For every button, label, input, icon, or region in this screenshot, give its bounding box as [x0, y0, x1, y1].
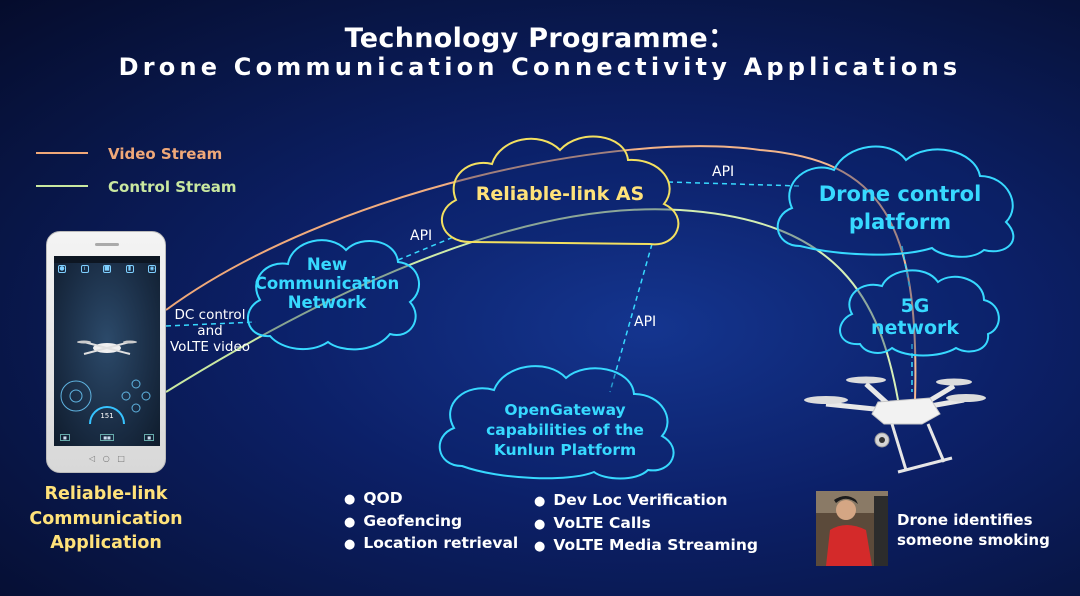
app-name-line3: Application — [50, 533, 162, 553]
5g-line1: 5G — [900, 295, 930, 317]
og-line3: Kunlun Platform — [493, 441, 637, 460]
info-icon: i — [80, 265, 89, 273]
capability-item: VoLTE Calls — [534, 513, 758, 536]
phone-btn-right[interactable]: ■ — [144, 434, 154, 441]
user-icon: ● — [58, 265, 66, 273]
api-label-left: API — [410, 228, 433, 244]
cloud-5g-network — [839, 269, 1000, 357]
video-stream-line — [165, 145, 917, 401]
cloud-opengateway — [438, 365, 675, 480]
5g-line2: network — [870, 316, 960, 339]
capability-item: Location retrieval — [344, 533, 518, 556]
og-line1: OpenGateway — [504, 401, 626, 419]
drone-control-platform-label: Drone control platform — [790, 180, 1010, 237]
headphones-icon: ◉ — [148, 265, 156, 273]
battery-icon: ▮ — [125, 265, 134, 273]
dc-line1: DC control — [174, 307, 246, 323]
new-communication-network-label: New Communication Network — [244, 255, 410, 313]
capabilities-list-right: Dev Loc Verification VoLTE Calls VoLTE M… — [534, 490, 758, 558]
cloud-reliable-link-as — [440, 135, 680, 246]
cloud-drone-control — [776, 145, 1015, 258]
capability-item: Geofencing — [344, 511, 518, 534]
dc-dashed-link — [165, 321, 257, 327]
app-name-line2: Communication — [29, 508, 183, 529]
api-label-top: API — [712, 164, 735, 180]
api-label-middle: API — [634, 314, 657, 330]
capability-item: VoLTE Media Streaming — [534, 535, 758, 558]
cloud-new-communication-network — [247, 239, 420, 351]
control-stream-line — [165, 208, 899, 401]
link-dcp-5g — [901, 245, 911, 291]
ncn-line3: Network — [287, 292, 367, 312]
smoke-detection-label: Drone identifies someone smoking — [897, 510, 1050, 551]
phone-speaker — [95, 243, 119, 246]
api-link-ncn-as — [397, 235, 457, 261]
phone-ui-graphics — [60, 340, 151, 425]
phone-speed-readout: 151 — [100, 412, 114, 420]
legend-control-label: Control Stream — [108, 178, 237, 196]
capability-item: QOD — [344, 488, 518, 511]
phone-btn-left[interactable]: ■ — [60, 434, 70, 441]
legend-video-label: Video Stream — [108, 145, 223, 163]
ncn-line1: New — [306, 255, 348, 274]
phone-device: ● i ■ ▮ ◉ 151 ■ ■■ ■ — [46, 231, 166, 473]
toggle-icon: ■ — [103, 265, 111, 273]
smoke-line1: Drone identifies — [897, 511, 1033, 529]
drone-control-line1: Drone control — [818, 182, 982, 206]
drone-image — [804, 376, 986, 474]
api-link-as-og — [609, 243, 653, 393]
phone-button-row: ■ ■■ ■ — [60, 434, 154, 441]
capability-item: Dev Loc Verification — [534, 490, 758, 513]
phone-icon-row: ● i ■ ▮ ◉ — [58, 265, 156, 275]
dc-control-label: DC control and VoLTE video — [168, 307, 252, 356]
phone-screen: ● i ■ ▮ ◉ 151 ■ ■■ ■ — [54, 256, 160, 446]
phone-btn-center[interactable]: ■■ — [100, 434, 114, 441]
reliable-link-as-label: Reliable-link AS — [475, 183, 645, 205]
api-link-as-dcp — [667, 181, 801, 187]
capabilities-list-left: QOD Geofencing Location retrieval — [344, 488, 518, 556]
smoke-line2: someone smoking — [897, 531, 1050, 550]
phone-home-bar: ◁ ○ □ — [89, 454, 125, 463]
og-line2: capabilities of the — [486, 421, 644, 440]
opengateway-label: OpenGateway capabilities of the Kunlun P… — [470, 400, 660, 460]
smoking-person-photo — [816, 491, 888, 566]
dc-line2: and — [197, 323, 223, 340]
app-name-line1: Reliable-link — [44, 484, 168, 504]
ncn-line2: Communication — [254, 273, 400, 293]
page-subtitle: Drone Communication Connectivity Applica… — [118, 53, 962, 81]
phone-status-bar — [54, 256, 160, 263]
app-name-label: Reliable-link Communication Application — [20, 482, 192, 556]
page-title: Technology Programme： — [344, 23, 736, 54]
drone-control-line2: platform — [848, 210, 952, 235]
dc-line3: VoLTE video — [169, 339, 251, 356]
5g-network-label: 5G network — [850, 295, 980, 340]
